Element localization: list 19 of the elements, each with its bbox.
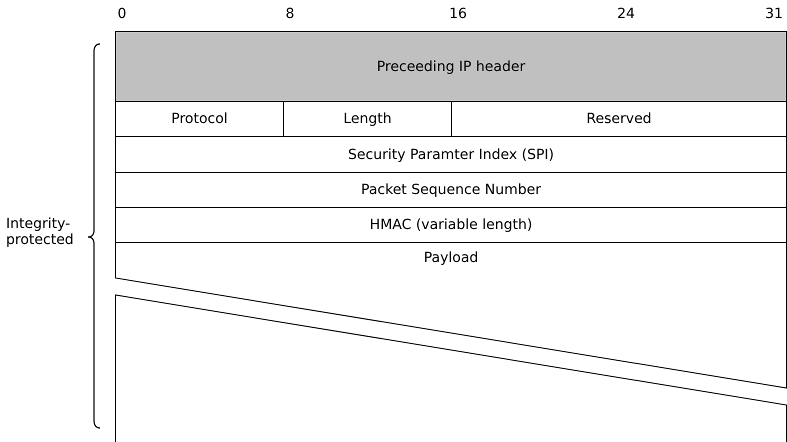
header-field <box>115 207 787 243</box>
field-label: Protocol <box>171 111 228 127</box>
bit-number: 8 <box>286 6 294 22</box>
bit-number: 31 <box>765 6 783 22</box>
header-field <box>115 172 787 208</box>
field-label: Payload <box>424 250 478 266</box>
bit-number: 16 <box>449 6 467 22</box>
bracket-label: Integrity- protected <box>6 216 75 248</box>
field-label: Length <box>343 111 392 127</box>
field-label: Security Paramter Index (SPI) <box>348 146 554 162</box>
bit-number: 0 <box>118 6 126 22</box>
field-label: Packet Sequence Number <box>361 182 541 198</box>
header-field <box>115 136 787 173</box>
bit-number: 24 <box>617 6 635 22</box>
header-field <box>115 31 787 102</box>
field-label: Reserved <box>586 111 652 127</box>
payload-field <box>115 242 787 442</box>
field-label: Preceeding IP header <box>376 58 526 74</box>
field-label: HMAC (variable length) <box>370 217 532 233</box>
